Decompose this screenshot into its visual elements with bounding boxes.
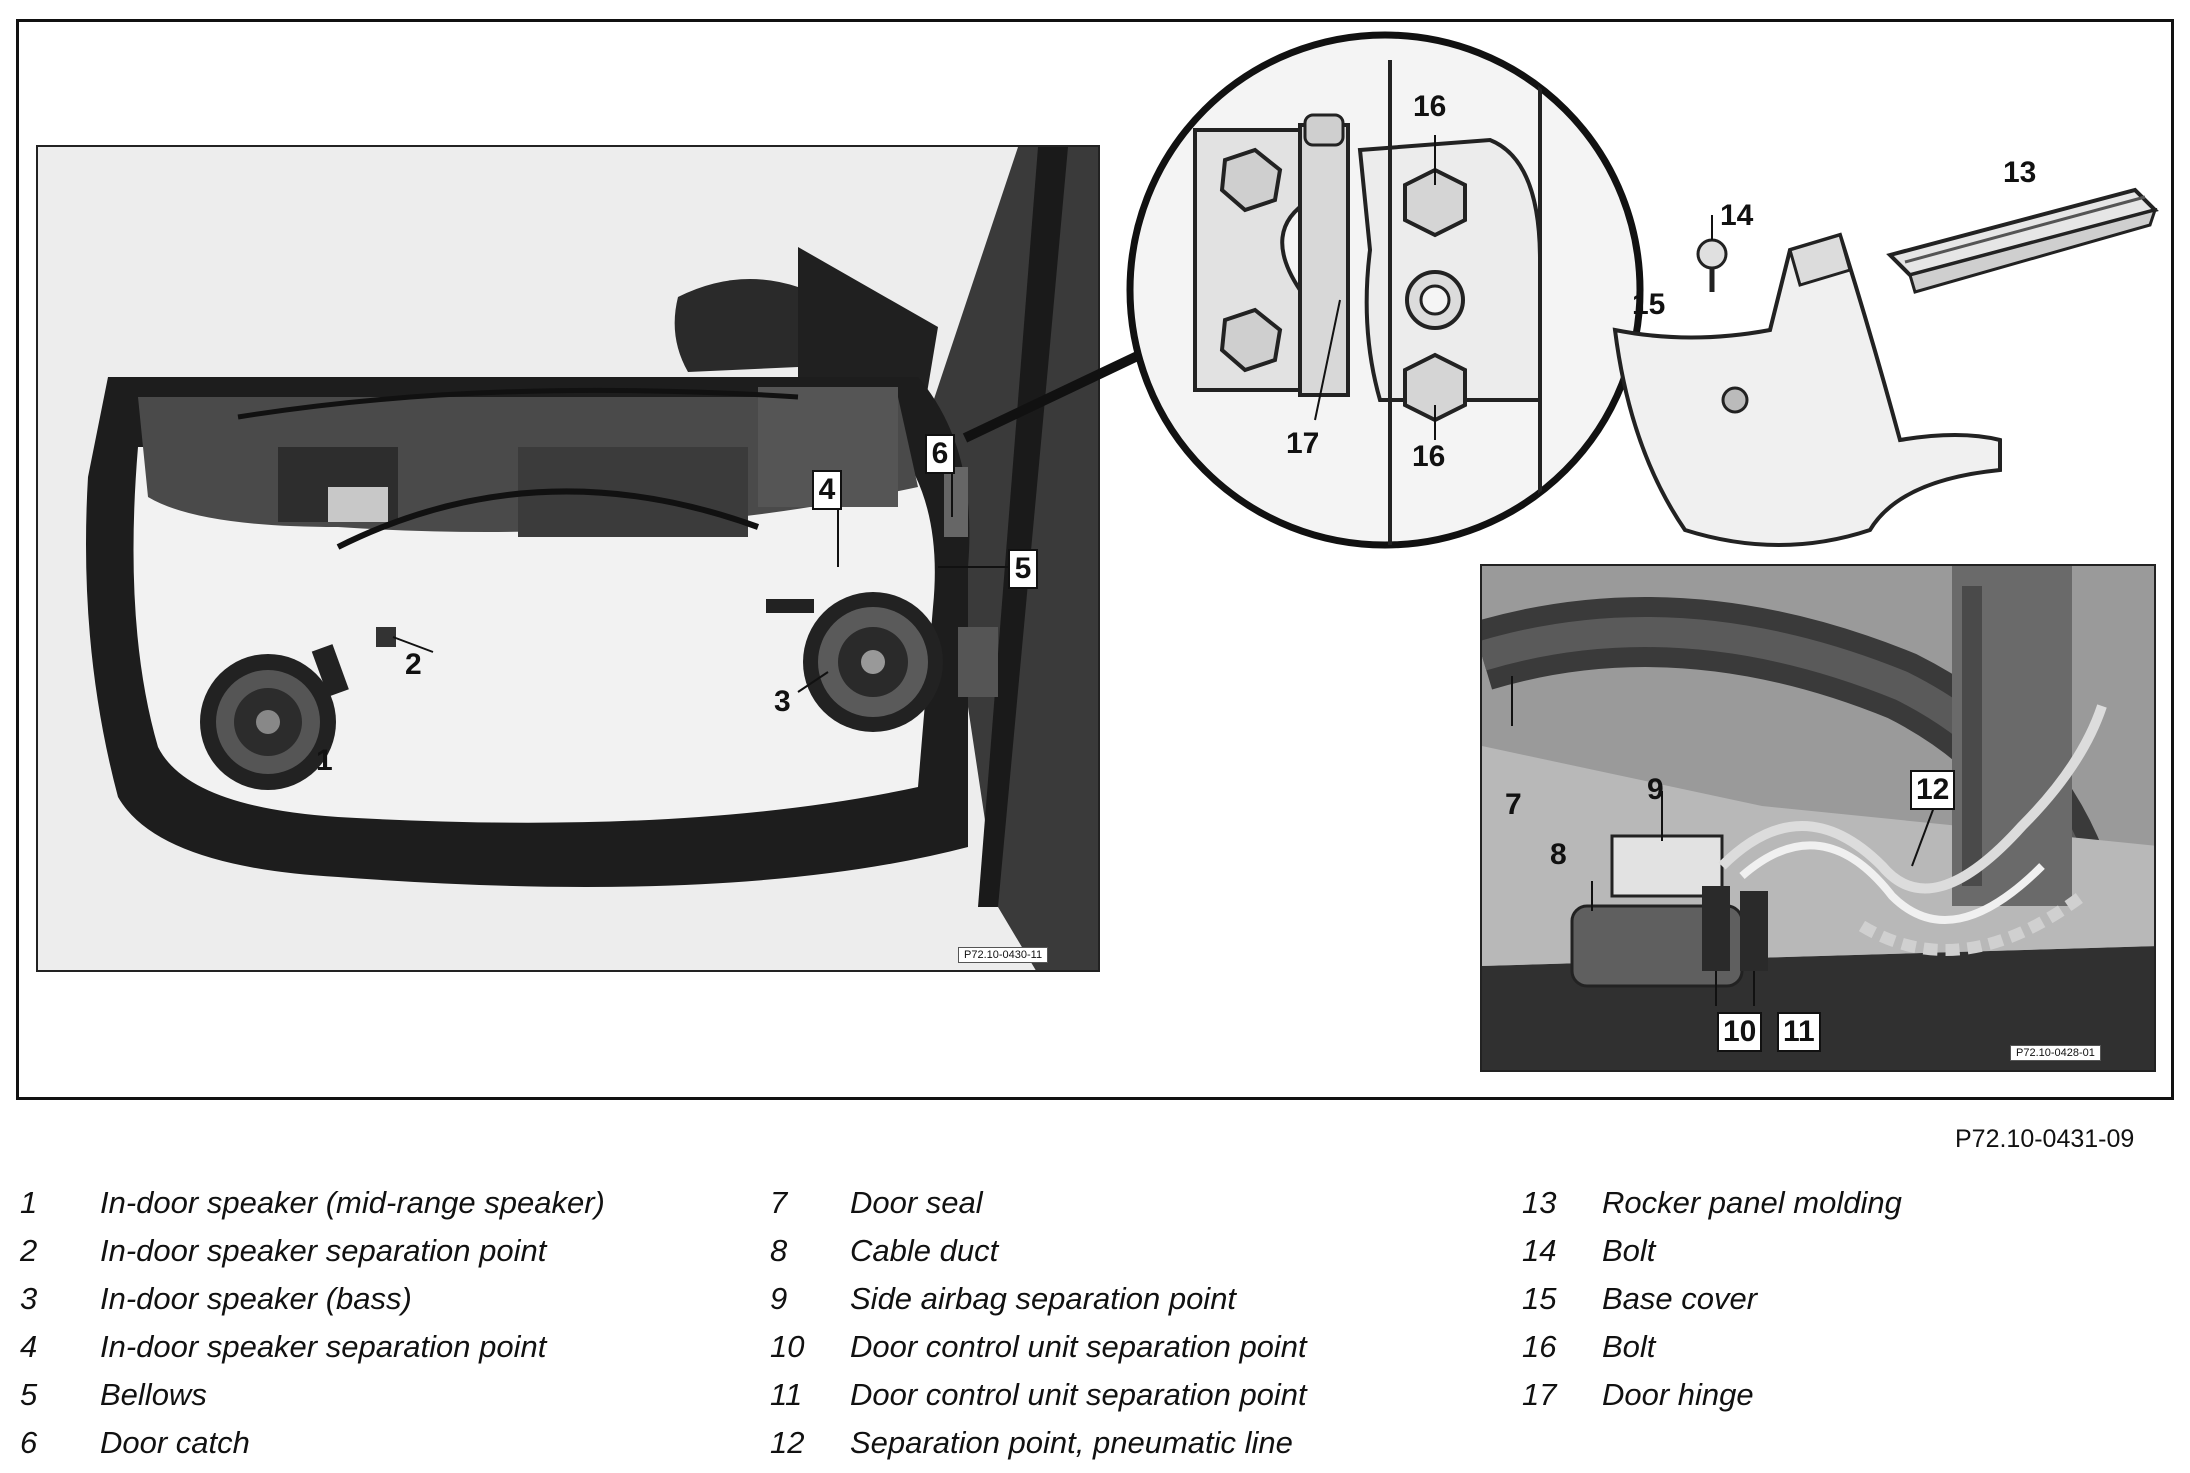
callout-11: 11 (1777, 1012, 1821, 1052)
callout-12: 12 (1910, 770, 1956, 810)
callout-16-top: 16 (1413, 90, 1447, 123)
callout-17: 17 (1286, 427, 1320, 460)
callout-7: 7 (1505, 788, 1522, 821)
callout-13: 13 (2003, 156, 2037, 189)
hinge-detail-illustration (962, 31, 2159, 549)
callout-6: 6 (925, 434, 955, 474)
door-panel-illustration (86, 147, 1098, 970)
callout-2: 2 (405, 648, 422, 681)
callout-1: 1 (316, 744, 333, 777)
callout-5: 5 (1008, 549, 1038, 589)
detail-photo: P72.10-0428-01 (1480, 564, 2156, 1072)
door-panel-figure-code: P72.10-0430-11 (958, 947, 1049, 963)
callout-16-bottom: 16 (1412, 440, 1446, 473)
detail-figure-code: P72.10-0428-01 (2010, 1045, 2101, 1061)
overall-figure-code: P72.10-0431-09 (1955, 1125, 2135, 1153)
callout-10: 10 (1717, 1012, 1763, 1052)
door-panel-photo: P72.10-0430-11 (36, 145, 1100, 972)
callout-9: 9 (1647, 773, 1664, 806)
callout-4: 4 (812, 470, 842, 510)
detail-illustration (1482, 566, 2154, 1070)
callout-14: 14 (1720, 199, 1754, 232)
callout-8: 8 (1550, 838, 1567, 871)
callout-3: 3 (774, 685, 791, 718)
callout-15: 15 (1632, 288, 1666, 321)
